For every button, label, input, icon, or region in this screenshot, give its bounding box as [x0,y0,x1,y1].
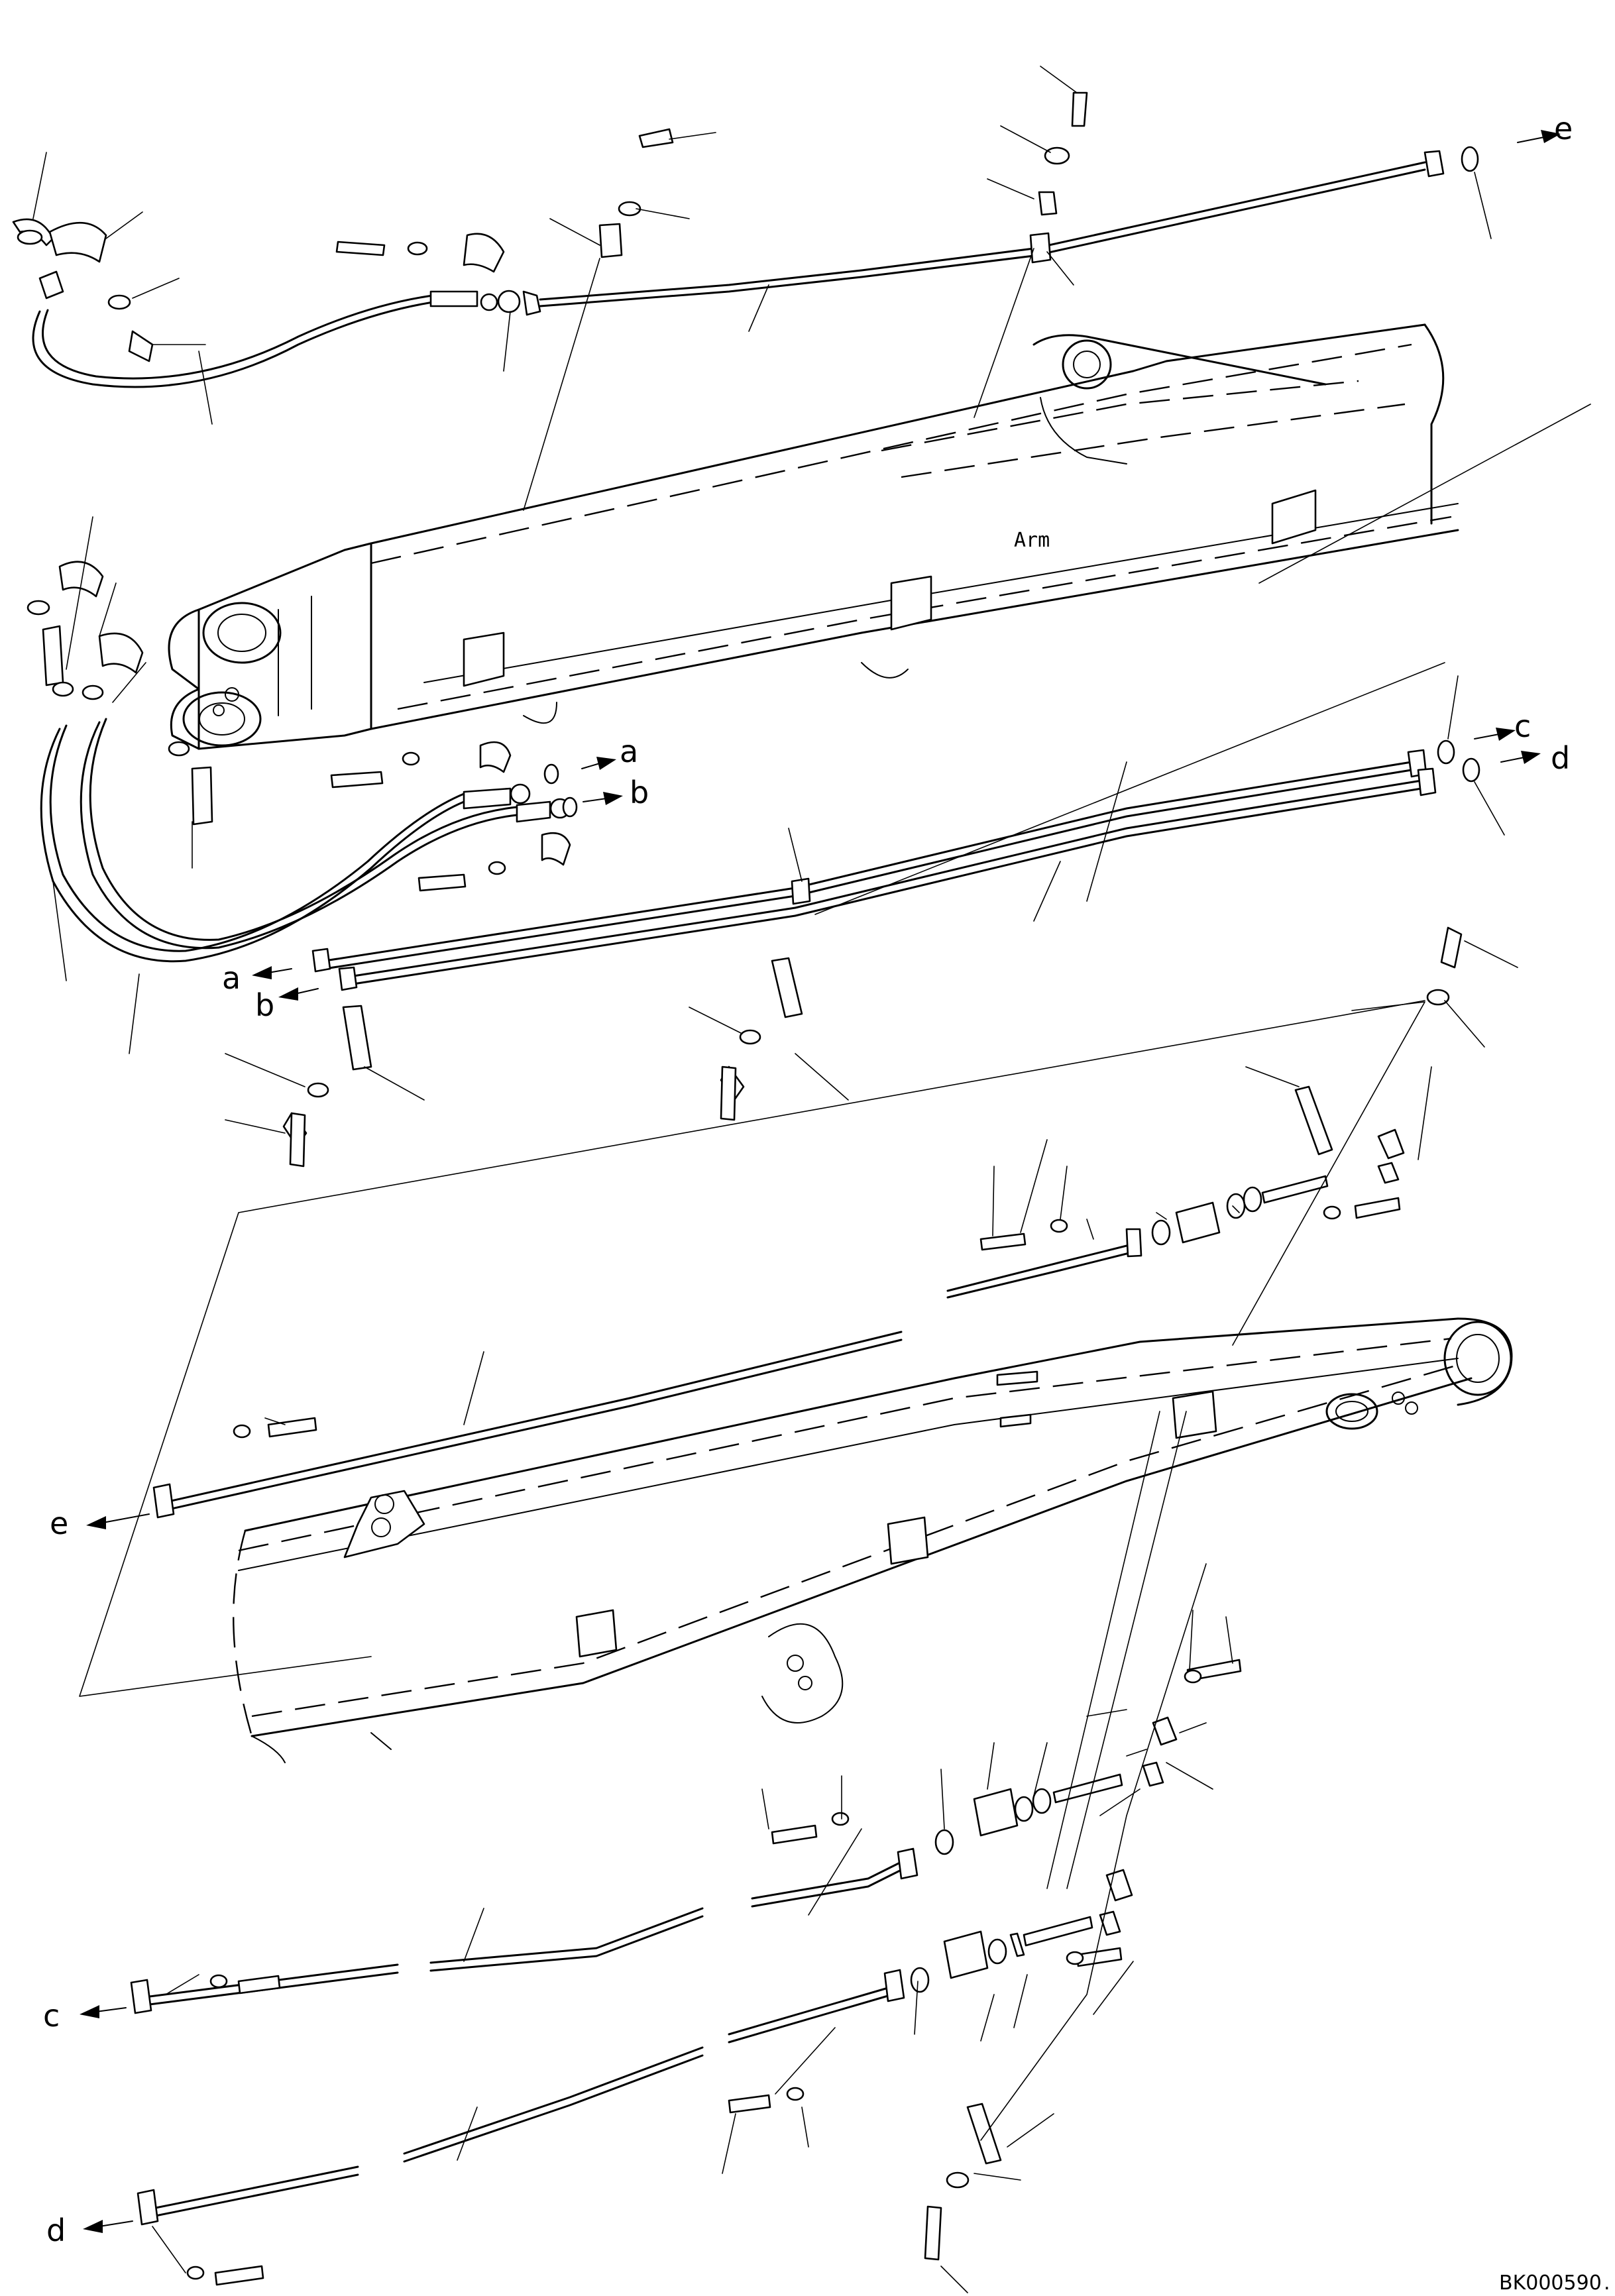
boom-outline [233,1317,1513,1763]
connection-marker-e-bottom: e [50,1505,150,1541]
connection-marker-a-right: a [581,734,638,770]
connection-marker-d-right: d [1500,740,1570,776]
label-a-left: a [222,960,241,996]
lower-tube-assembly [130,1085,1405,2286]
arm-outline [370,323,1459,730]
connection-marker-d-bottom: d [46,2213,133,2248]
connection-marker-b-right: b [583,775,649,810]
connection-marker-c-right: c [1474,708,1531,744]
drawing-code-dot: . [1604,2271,1610,2295]
middle-hose-assembly [27,561,1480,1168]
connection-marker-a-left: a [222,960,292,996]
label-c-right: c [1514,708,1531,744]
leader-lines [32,66,1591,2293]
label-d-bottom: d [46,2213,66,2248]
upper-hose-assembly [12,91,1479,388]
label-b-right: b [630,775,649,810]
label-d-right: d [1551,740,1570,776]
label-b-left: b [255,987,274,1023]
label-a-right: a [620,734,638,769]
connection-marker-c-bottom: c [43,1998,127,2034]
arm-label: Arm [1014,529,1050,552]
arm-clevis [168,542,372,750]
label-c-bottom: c [43,1998,60,2034]
connection-marker-e-top: e [1517,111,1573,146]
drawing-code: BK000590 [1499,2271,1602,2295]
connection-marker-b-left: b [255,987,319,1023]
label-e-top: e [1554,111,1573,146]
label-e-bottom: e [50,1505,68,1541]
